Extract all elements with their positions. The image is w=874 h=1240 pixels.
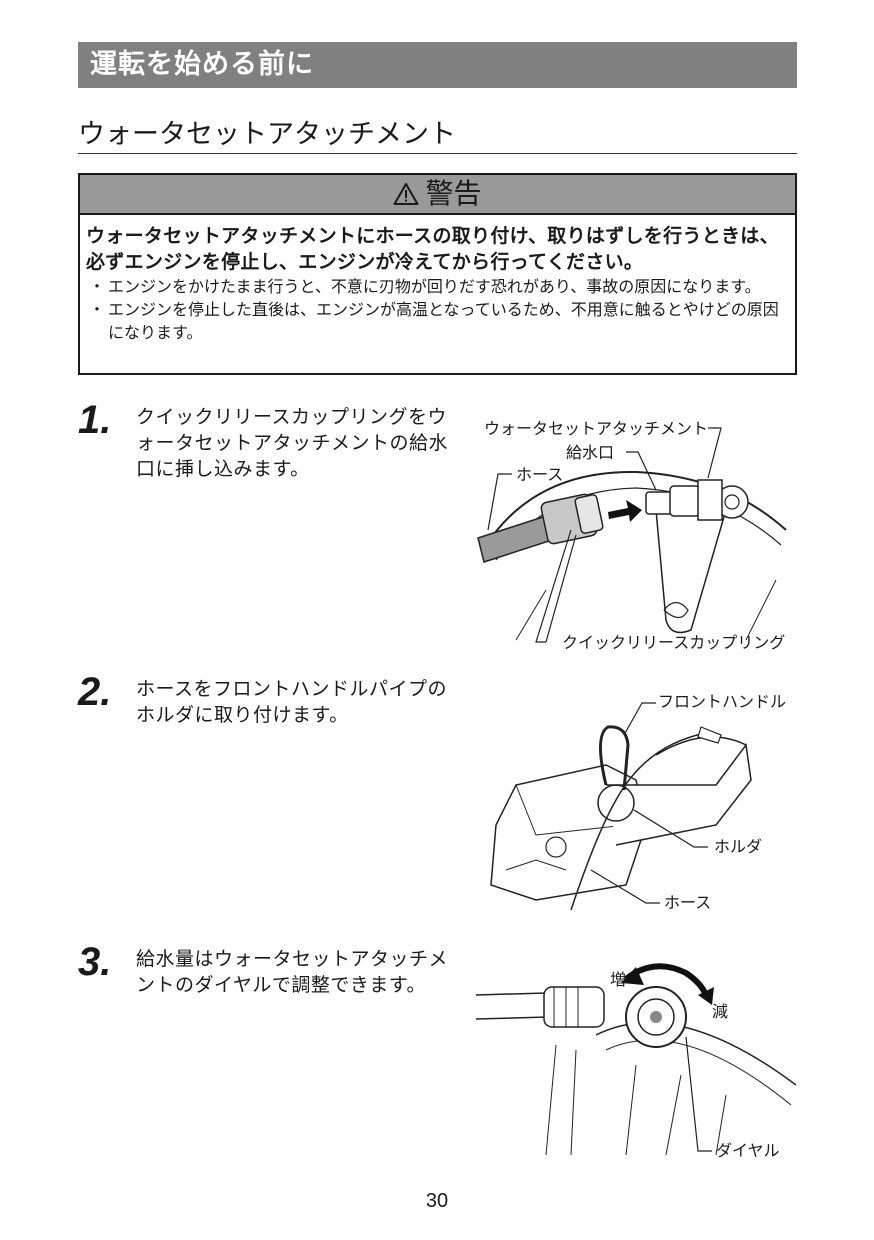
chapter-header: 運転を始める前に	[78, 42, 797, 88]
label-increase: 増	[610, 970, 626, 989]
warning-title: 警告	[425, 177, 482, 210]
step-number: 3.	[78, 940, 112, 984]
label-water-inlet: 給水口	[566, 443, 614, 462]
warning-triangle-icon	[393, 183, 419, 205]
step-number: 1.	[78, 398, 112, 442]
warning-bullet-text: エンジンを停止した直後は、エンジンが高温となっているため、不用意に触るとやけどの…	[108, 300, 779, 342]
warning-bullet: ・エンジンをかけたまま行うと、不意に刃物が回りだす恐れがあり、事故の原因になりま…	[89, 277, 761, 296]
label-decrease: 減	[712, 1002, 728, 1021]
label-hose: ホース	[664, 893, 711, 912]
step-text: 給水量はウォータセットアタッチメントのダイヤルで調整できます。	[136, 948, 449, 996]
label-quick-coupling: クイックリリースカップリング	[562, 633, 785, 652]
warning-bullet: ・エンジンを停止した直後は、エンジンが高温となっているため、不用意に触るとやけど…	[89, 300, 779, 342]
quick-coupling-illustration: ウォータセットアタッチメント 給水口 ホース クイックリリースカップリング	[477, 419, 787, 652]
section-title: ウォータセットアタッチメント	[78, 116, 797, 154]
label-dial: ダイヤル	[716, 1141, 780, 1160]
label-holder: ホルダ	[714, 837, 762, 856]
dial-adjust-illustration: 増 減 ダイヤル	[476, 963, 796, 1160]
warning-main-text: ウォータセットアタッチメントにホースの取り付け、取りはずしを行うときは、必ずエン…	[86, 225, 779, 273]
step-number: 2.	[78, 670, 112, 714]
warning-box: 警告 ウォータセットアタッチメントにホースの取り付け、取りはずしを行うときは、必…	[78, 173, 797, 375]
warning-bullet-text: エンジンをかけたまま行うと、不意に刃物が回りだす恐れがあり、事故の原因になります…	[108, 277, 761, 296]
hose-holder-illustration: フロントハンドル ホルダ ホース	[490, 692, 786, 912]
warning-header: 警告	[80, 175, 795, 215]
label-hose: ホース	[516, 465, 563, 484]
page-number: 30	[425, 1190, 449, 1212]
label-water-attachment: ウォータセットアタッチメント	[484, 419, 708, 438]
step-text: ホースをフロントハンドルパイプのホルダに取り付けます。	[136, 678, 448, 726]
label-front-handle: フロントハンドル	[658, 692, 786, 711]
step-text: クイックリリースカップリングをウォータセットアタッチメントの給水口に挿し込みます…	[136, 406, 449, 480]
